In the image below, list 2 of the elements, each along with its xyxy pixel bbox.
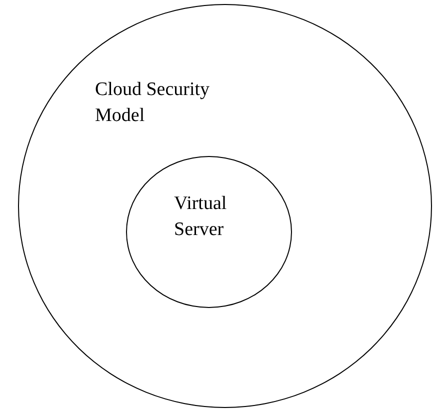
node-label: Cloud Security Model [95, 78, 211, 128]
node-label: Virtual Server [174, 192, 228, 242]
